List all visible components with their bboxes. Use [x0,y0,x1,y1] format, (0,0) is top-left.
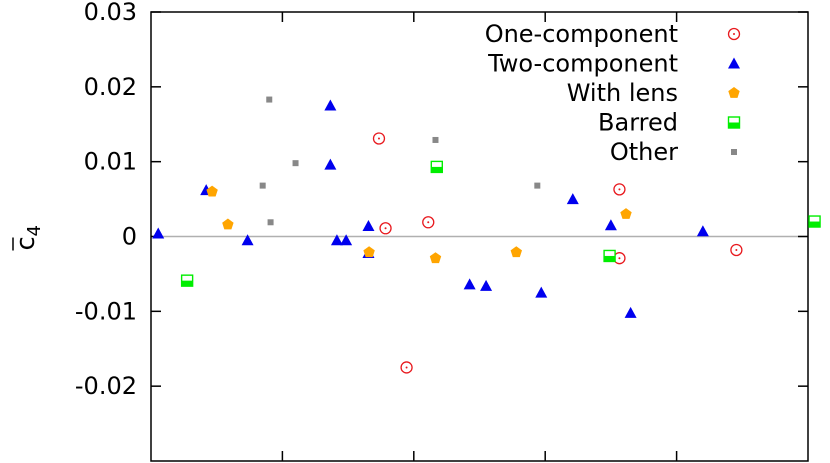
data-point [362,220,375,232]
legend-label: Other [610,138,678,166]
legend-marker [728,87,740,98]
data-point [510,246,522,258]
data-point [222,218,234,230]
y-axis-label-subscript: 4 [24,225,45,236]
legend-marker [728,57,740,69]
data-point [432,136,439,143]
y-tick-label: 0.01 [84,148,137,176]
legend-label: One-component [485,20,678,48]
legend-label: With lens [567,79,678,107]
data-point [624,306,637,318]
data-point [206,185,218,197]
data-point [259,182,266,189]
data-point [324,99,337,111]
data-point [266,96,273,103]
legend-marker [727,116,741,129]
data-point [379,222,392,235]
data-point [613,183,626,196]
data-point [180,274,194,287]
data-point [152,227,165,239]
data-point [603,249,616,263]
data-point [267,219,274,226]
data-point [535,286,548,298]
data-point [808,215,821,228]
data-point [534,182,541,189]
data-point [604,219,617,231]
data-point [696,225,709,237]
data-point [422,216,435,229]
y-tick-label: 0.03 [84,0,137,26]
data-point [620,208,632,219]
y-tick-label: 0.02 [84,73,137,101]
data-point [730,243,743,257]
data-point [480,279,493,291]
data-points [152,96,821,374]
data-point [324,158,337,170]
data-point [241,234,254,246]
y-axis-ticks: 0.03 0.02 0.01 0 -0.01 -0.02 [75,0,808,400]
data-point [566,193,579,205]
x-axis-ticks [281,12,678,461]
y-tick-label: -0.01 [75,297,137,325]
data-point [463,278,476,290]
data-point [372,132,386,145]
data-point [430,160,443,174]
data-point [429,252,442,264]
data-point [292,160,299,167]
legend-marker [727,27,741,41]
legend-label: Barred [598,109,678,137]
data-point [330,234,343,246]
y-tick-label: 0 [122,223,137,251]
y-tick-label: -0.02 [75,372,137,400]
legend-label: Two-component [487,50,678,78]
legend-marker [731,149,737,155]
y-axis-label: c 4 [11,225,45,251]
data-point [400,361,413,374]
y-axis-label-main: c [11,236,41,250]
data-point [363,246,375,258]
data-point [340,234,353,246]
